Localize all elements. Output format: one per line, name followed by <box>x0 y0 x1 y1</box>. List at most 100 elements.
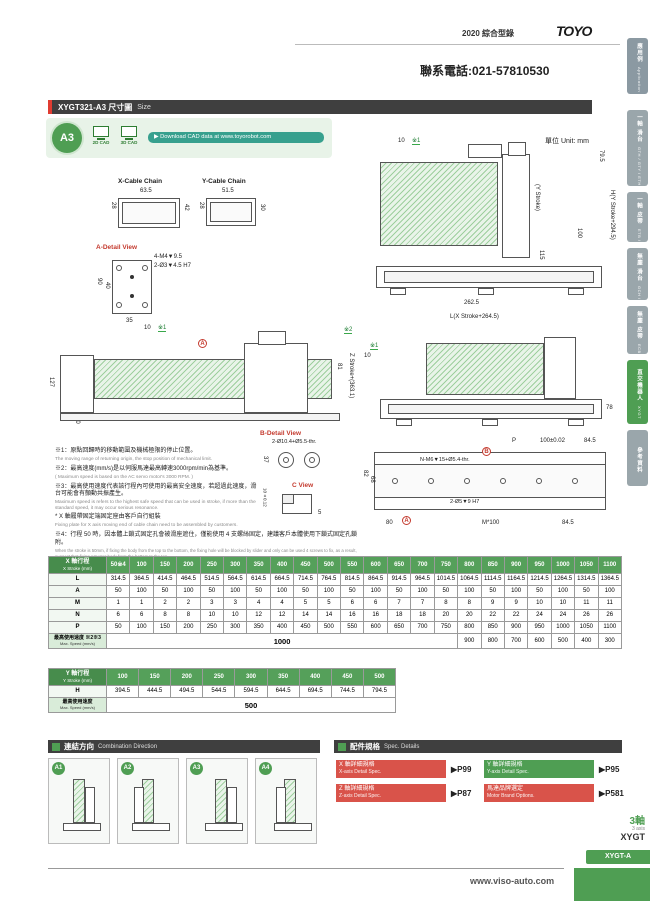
table-cell: 50 <box>293 585 318 598</box>
table-cell: 8 <box>152 609 178 622</box>
monitor-icon <box>93 126 109 137</box>
spec-link-x-axis[interactable]: X 軸詳細規格 X-axis Detail Spec. ▶P99 <box>336 760 471 778</box>
table-cell: 10 <box>223 609 248 622</box>
table-cell: 100 <box>503 585 529 598</box>
combination-badge: A4 <box>259 762 272 775</box>
table-cell: 1 <box>129 597 154 610</box>
table-cell: 694.5 <box>298 685 332 698</box>
column-header: 250 <box>202 668 236 686</box>
column-header: 250 <box>199 556 225 574</box>
spec-label-en: Y-axis Detail Spec. <box>487 769 529 776</box>
x-cable-chain-drawing: X-Cable Chain 63.5 28 42 <box>110 178 190 238</box>
dim-label: N-M6▼15+Ø5.4-thr. <box>420 457 470 463</box>
note-2-en: ( Maximum speed is based on the AC servo… <box>55 474 193 480</box>
spec-page-ref: ▶P581 <box>599 788 624 798</box>
combination-section-header: 連結方向 Combination Direction <box>48 740 320 753</box>
cad-3d-label: 3D CAD <box>120 140 138 145</box>
dim-label: 84.5 <box>584 438 596 444</box>
table-cell: 8 <box>176 609 201 622</box>
sidebar-tab-application[interactable]: 應用例 Application <box>627 38 648 94</box>
table-cell: 100 <box>269 585 295 598</box>
footer-url[interactable]: www.viso-auto.com <box>470 876 555 886</box>
table-cell: 400 <box>269 621 295 634</box>
dim-label: 10 <box>398 138 405 144</box>
table-cell: 6 <box>340 597 365 610</box>
column-header: 300 <box>234 668 268 686</box>
sidebar-tab-gth-gty-eth-y[interactable]: 一軸 滑台 GTH / GTY / ETH / Y <box>619 110 648 186</box>
dim-label: 115 <box>538 250 544 260</box>
sidebar-tab-xygt-series[interactable]: 直交機器人 XYGT Series <box>619 360 648 424</box>
spec-label-en: Motor Brand Options. <box>487 793 535 800</box>
table-cell: 100 <box>597 585 623 598</box>
dim-label: (Y Stroke) <box>534 184 540 211</box>
sidebar-tab-sublabel: GCH / ECH <box>619 271 642 300</box>
table-cell: 500 <box>550 633 576 649</box>
dim-label: M*100 <box>482 520 500 526</box>
table-cell: 3 <box>223 597 248 610</box>
table-cell: 564.5 <box>223 573 248 586</box>
column-header: 1050 <box>574 556 599 574</box>
table-cell: 10 <box>199 609 225 622</box>
dim-label: 51.5 <box>222 188 234 194</box>
table-cell: 9 <box>480 597 505 610</box>
cad-3d-button[interactable]: 3D CAD <box>118 126 140 145</box>
column-header: 200 <box>170 668 204 686</box>
sidebar-tab-etb-m[interactable]: 一軸 皮帶 ETB / M <box>619 192 648 242</box>
combination-option-2: A2 <box>117 758 179 844</box>
series-tab-xygt-a[interactable]: XYGT-A <box>586 850 650 864</box>
note-3-zh: ※3：最高使用速度代表該行程內可使用的最高安全速度，若超過此速度，滑台可能會有顫… <box>55 483 257 498</box>
dim-label: 100±0.02 <box>540 438 565 444</box>
spec-label-zh: Z 軸詳細規格 <box>339 786 375 792</box>
monitor-stand-icon <box>97 138 105 140</box>
unit-label: 單位 Unit: mm <box>545 138 589 145</box>
column-header: 650 <box>386 556 412 574</box>
speed-merged-cell: 1000 <box>105 633 459 649</box>
dim-label: 4-M4▼9.5 <box>154 254 182 260</box>
sidebar-tab-sublabel: XYGT Series <box>619 386 642 419</box>
note-star-zh: * X 軸履帶固定端固定座由客戶自行組裝 <box>55 514 161 520</box>
axis-count-en: 3 axis <box>631 826 645 832</box>
column-header: 1100 <box>597 556 623 574</box>
dim-label: 80 <box>386 520 393 526</box>
sidebar-tab-ecb[interactable]: 無塵 皮帶 ECB <box>627 306 648 354</box>
table-cell: 814.5 <box>340 573 365 586</box>
spec-link-y-axis[interactable]: Y 軸詳細規格 Y-axis Detail Spec. ▶P95 <box>484 760 619 778</box>
cad-2d-button[interactable]: 2D CAD <box>90 126 112 145</box>
table-cell: 300 <box>597 633 623 649</box>
column-header: 200 <box>176 556 201 574</box>
table-cell: 50 <box>105 621 131 634</box>
table-cell: 100 <box>457 585 482 598</box>
right-view-drawing: ※1 10 78 <box>362 325 620 437</box>
table-cell: 150 <box>152 621 178 634</box>
note-ref: ※1 <box>370 343 379 350</box>
spec-link-motor-brand[interactable]: 馬達品牌選定 Motor Brand Options. ▶P581 <box>484 784 624 802</box>
table-cell: 700 <box>503 633 529 649</box>
footer-rule <box>48 868 564 869</box>
dim-label: 2-Ø10.4+Ø5.5-thr. <box>272 439 317 445</box>
dim-label: 63.5 <box>140 188 152 194</box>
cad-download-link[interactable]: ▶ Download CAD data at www.toyorobot.com <box>148 132 324 143</box>
table-cell: 614.5 <box>246 573 271 586</box>
table-cell: 100 <box>223 585 248 598</box>
dim-label: 84.5 <box>562 520 574 526</box>
section-title-en: Spec. Details <box>384 743 420 750</box>
column-header: 100 <box>129 556 154 574</box>
table-cell: 500 <box>316 621 342 634</box>
table-cell: 764.5 <box>316 573 342 586</box>
spec-link-z-axis[interactable]: Z 軸詳細規格 Z-axis Detail Spec. ▶P87 <box>336 784 471 802</box>
sidebar-tab-gch-ech[interactable]: 無塵 滑台 GCH / ECH <box>619 248 648 300</box>
catalog-year: 2020 綜合型錄 <box>462 29 515 38</box>
note-ref: ※1 <box>412 138 421 145</box>
cad-2d-label: 2D CAD <box>92 140 110 145</box>
table-cell: 6 <box>363 597 388 610</box>
note-1-zh: ※1：原點回歸時的移動範圍及機械極限的停止位置。 <box>55 448 197 454</box>
sidebar-tab-reference[interactable]: 參考資料 Reference <box>619 430 648 486</box>
speed-merged-cell: 500 <box>106 697 396 713</box>
dim-label: 2-Ø3▼4.5 H7 <box>154 263 191 269</box>
dim-label: 82 <box>362 470 368 477</box>
table-cell: 1 <box>105 597 131 610</box>
table-cell: 850 <box>480 621 505 634</box>
brand-logo: TOYO <box>556 23 592 39</box>
table-cell: 314.5 <box>105 573 131 586</box>
